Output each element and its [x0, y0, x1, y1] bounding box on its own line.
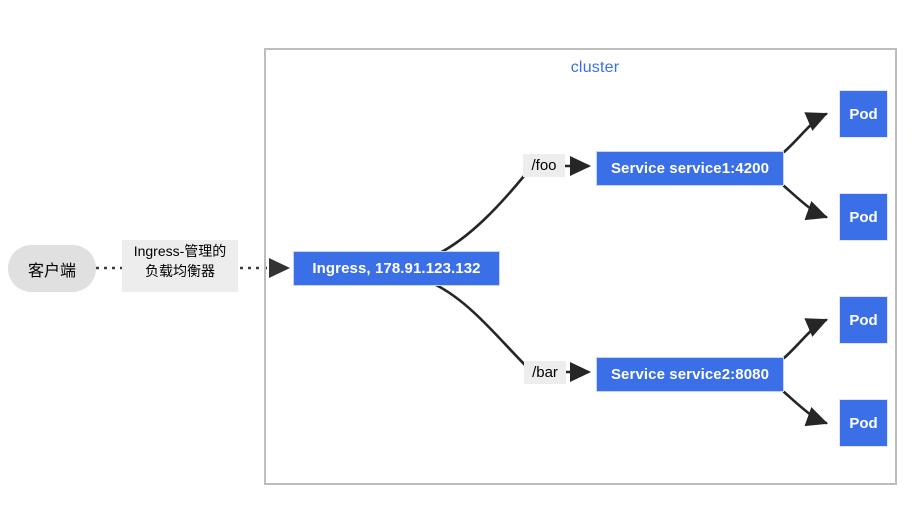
pod-node-4[interactable]: Pod [839, 399, 888, 447]
edge-ingress-to-bar [434, 283, 528, 368]
load-balancer-edge-label: Ingress-管理的 负载均衡器 [122, 240, 238, 292]
pod-node-3[interactable]: Pod [839, 296, 888, 344]
pod-node-1[interactable]: Pod [839, 90, 888, 138]
service-node-service1[interactable]: Service service1:4200 [596, 151, 784, 186]
load-balancer-edge-label-line1: Ingress-管理的 [133, 243, 227, 259]
ingress-node[interactable]: Ingress, 178.91.123.132 [293, 251, 500, 286]
load-balancer-edge-label-line2: 负载均衡器 [145, 263, 215, 279]
service-node-service2[interactable]: Service service2:8080 [596, 357, 784, 392]
cluster-boundary [264, 48, 897, 485]
path-label-foo: /foo [523, 154, 565, 177]
path-label-bar: /bar [524, 361, 566, 384]
edge-ingress-to-foo [434, 174, 526, 257]
client-node[interactable]: 客户端 [8, 245, 96, 292]
cluster-label: cluster [570, 59, 620, 76]
edge-service1-to-pod2 [782, 184, 828, 221]
edge-service2-to-pod3 [782, 318, 828, 360]
edge-service2-to-pod4 [782, 390, 828, 427]
edge-service1-to-pod1 [782, 112, 828, 154]
pod-node-2[interactable]: Pod [839, 193, 888, 241]
